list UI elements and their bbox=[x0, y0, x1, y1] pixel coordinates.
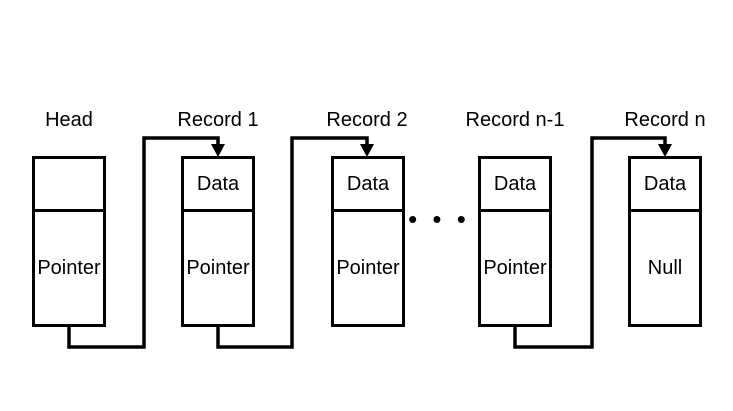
recordn1-data-cell: Data bbox=[481, 159, 549, 212]
node-label-record1: Record 1 bbox=[177, 109, 259, 131]
connector-record1-to-record2 bbox=[216, 136, 369, 349]
node-label-recordn1: Record n-1 bbox=[465, 109, 565, 131]
recordn-null-cell: Null bbox=[647, 256, 683, 279]
arrowhead-record1-icon bbox=[211, 144, 225, 157]
recordn1-pointer-cell: Pointer bbox=[483, 256, 547, 279]
connector-head-to-record1 bbox=[67, 136, 220, 349]
node-box-record1: Data Pointer bbox=[181, 156, 255, 327]
node-label-recordn: Record n bbox=[624, 109, 706, 131]
record1-data-cell: Data bbox=[184, 159, 252, 212]
node-box-record2: Data Pointer bbox=[331, 156, 405, 327]
record2-pointer-cell: Pointer bbox=[336, 256, 400, 279]
arrowhead-record2-icon bbox=[360, 144, 374, 157]
head-pointer-cell: Pointer bbox=[37, 256, 101, 279]
recordn-data-cell: Data bbox=[631, 159, 699, 212]
record2-data-cell: Data bbox=[334, 159, 402, 212]
connector-recordn1-to-recordn bbox=[513, 136, 667, 349]
node-box-recordn: Data Null bbox=[628, 156, 702, 327]
ellipsis-dots: • • • bbox=[408, 204, 470, 234]
head-empty-cell bbox=[35, 159, 103, 212]
record1-pointer-cell: Pointer bbox=[186, 256, 250, 279]
node-label-head: Head bbox=[45, 109, 93, 131]
node-box-head: Pointer bbox=[32, 156, 106, 327]
arrowhead-recordn-icon bbox=[658, 144, 672, 157]
node-box-recordn1: Data Pointer bbox=[478, 156, 552, 327]
node-label-record2: Record 2 bbox=[326, 109, 408, 131]
